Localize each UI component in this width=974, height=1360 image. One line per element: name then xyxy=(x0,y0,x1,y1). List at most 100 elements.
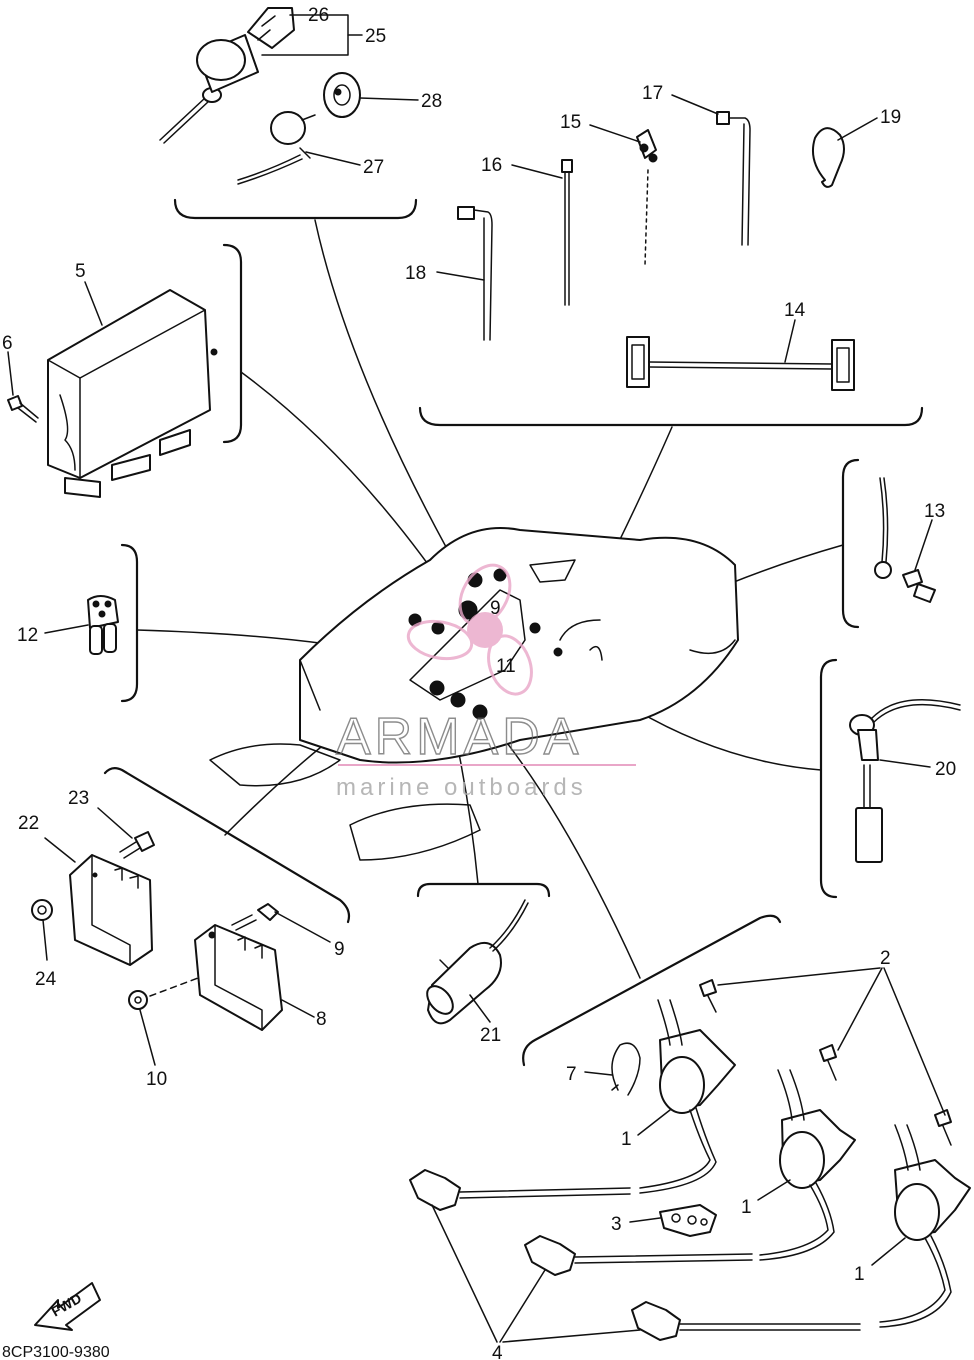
condenser-part-21 xyxy=(426,899,529,1025)
callout-line-1b xyxy=(757,1179,791,1201)
label-part-1a: 1 xyxy=(621,1129,632,1150)
callout-line-12 xyxy=(44,624,89,634)
callout-line-3 xyxy=(629,1217,661,1223)
label-part-3: 3 xyxy=(611,1214,622,1235)
label-part-28: 28 xyxy=(421,91,442,112)
ground-lead-part-13 xyxy=(874,477,936,603)
bracket-sensor-group xyxy=(819,658,838,899)
label-part-9: 9 xyxy=(334,939,345,960)
callout-line-13 xyxy=(914,519,933,571)
connector-part-12 xyxy=(87,595,119,655)
label-part-19: 19 xyxy=(880,107,901,128)
callout-line-16 xyxy=(511,164,563,179)
key-part-26 xyxy=(247,7,295,49)
bracket-ground-group xyxy=(841,458,860,629)
bolt-part-6 xyxy=(7,395,39,423)
nut-part-28 xyxy=(323,72,361,118)
callout-line-28 xyxy=(359,97,419,101)
label-part-4: 4 xyxy=(492,1343,503,1360)
callout-line-9 xyxy=(274,911,331,943)
callout-line-21 xyxy=(469,994,491,1023)
main-switch-part-25 xyxy=(159,34,259,144)
holder-part-17 xyxy=(716,111,751,246)
label-part-25: 25 xyxy=(365,26,386,47)
ignition-coil-part-1a xyxy=(639,999,736,1194)
regulator-part-8 xyxy=(194,924,283,1031)
label-part-14: 14 xyxy=(784,300,806,321)
callout-line-6 xyxy=(7,351,14,396)
watermark-brand-text: ARMADA xyxy=(336,708,582,766)
bolt-part-23 xyxy=(119,831,155,859)
leader-ignition xyxy=(314,219,471,591)
clamp-part-7 xyxy=(611,1042,641,1096)
rectifier-part-22 xyxy=(69,854,153,966)
callout-line-22 xyxy=(44,837,76,863)
label-part-2: 2 xyxy=(880,948,891,969)
bracket-coil-group xyxy=(522,914,782,1067)
bracket-ecu-group xyxy=(222,243,243,444)
label-part-12: 12 xyxy=(17,625,38,646)
callout-line-2 xyxy=(717,967,946,1116)
holder-part-18 xyxy=(457,206,493,341)
callout-line-19 xyxy=(837,117,878,141)
ecu-part-5 xyxy=(47,289,218,498)
callout-line-10 xyxy=(139,1009,156,1066)
label-part-20: 20 xyxy=(935,759,956,780)
ignition-coil-part-1b xyxy=(759,1069,856,1261)
callout-line-15 xyxy=(589,124,641,143)
label-part-24: 24 xyxy=(35,969,57,990)
label-part-26: 26 xyxy=(308,5,329,26)
callout-line-8 xyxy=(281,999,315,1018)
holder-part-3 xyxy=(659,1204,717,1237)
forward-direction-arrow: FWD xyxy=(34,1282,101,1331)
label-part-15: 15 xyxy=(560,112,581,133)
label-part-7: 7 xyxy=(566,1064,577,1085)
label-part-27: 27 xyxy=(363,157,384,178)
bracket-harness-parts-group xyxy=(418,406,924,427)
bracket-condenser-group xyxy=(416,882,551,898)
bracket-rectifier-group xyxy=(103,766,351,924)
ignition-coil-part-1c xyxy=(879,1124,971,1328)
switch-part-27 xyxy=(237,111,316,185)
callout-line-24 xyxy=(42,919,48,961)
callout-line-20 xyxy=(879,759,931,768)
dashed-line-10-8 xyxy=(149,977,199,997)
label-part-8: 8 xyxy=(316,1009,327,1030)
bracket-ignition-group xyxy=(173,198,418,220)
clip-part-19 xyxy=(812,127,845,188)
label-part-16: 16 xyxy=(481,155,502,176)
label-part-6: 6 xyxy=(2,333,13,354)
label-part-11: 11 xyxy=(496,656,516,677)
diagram-code: 8CP3100-9380 xyxy=(2,1344,110,1360)
label-part-1b: 1 xyxy=(741,1197,752,1218)
band-part-14 xyxy=(626,336,855,391)
callout-line-18 xyxy=(436,271,485,281)
bolt-part-9 xyxy=(231,903,279,931)
label-part-9-harness: 9 xyxy=(490,598,501,619)
label-part-5: 5 xyxy=(75,261,86,282)
label-part-18: 18 xyxy=(405,263,426,284)
callout-line-4 xyxy=(431,1204,641,1343)
tie-part-16 xyxy=(561,159,573,306)
label-part-21: 21 xyxy=(480,1025,501,1046)
callout-line-14 xyxy=(784,319,796,363)
nut-part-10 xyxy=(128,990,148,1010)
watermark-propeller-logo xyxy=(406,563,533,696)
callout-line-17 xyxy=(671,94,719,115)
wiring-harness-assembly xyxy=(209,527,739,861)
clamp-part-15 xyxy=(636,129,658,266)
label-part-17: 17 xyxy=(642,83,663,104)
sensor-part-20 xyxy=(849,699,961,863)
bracket-relay-group xyxy=(120,543,139,703)
label-part-23: 23 xyxy=(68,788,89,809)
callout-line-1a xyxy=(637,1109,671,1136)
label-part-13: 13 xyxy=(924,501,945,522)
callout-line-27 xyxy=(305,151,361,166)
plug-cap-part-4 xyxy=(409,1169,861,1341)
watermark-tagline-text: marine outboards xyxy=(336,774,587,801)
callout-line-5 xyxy=(84,281,103,326)
label-part-22: 22 xyxy=(18,813,39,834)
callout-line-1c xyxy=(871,1237,906,1266)
nut-part-24 xyxy=(31,899,53,921)
